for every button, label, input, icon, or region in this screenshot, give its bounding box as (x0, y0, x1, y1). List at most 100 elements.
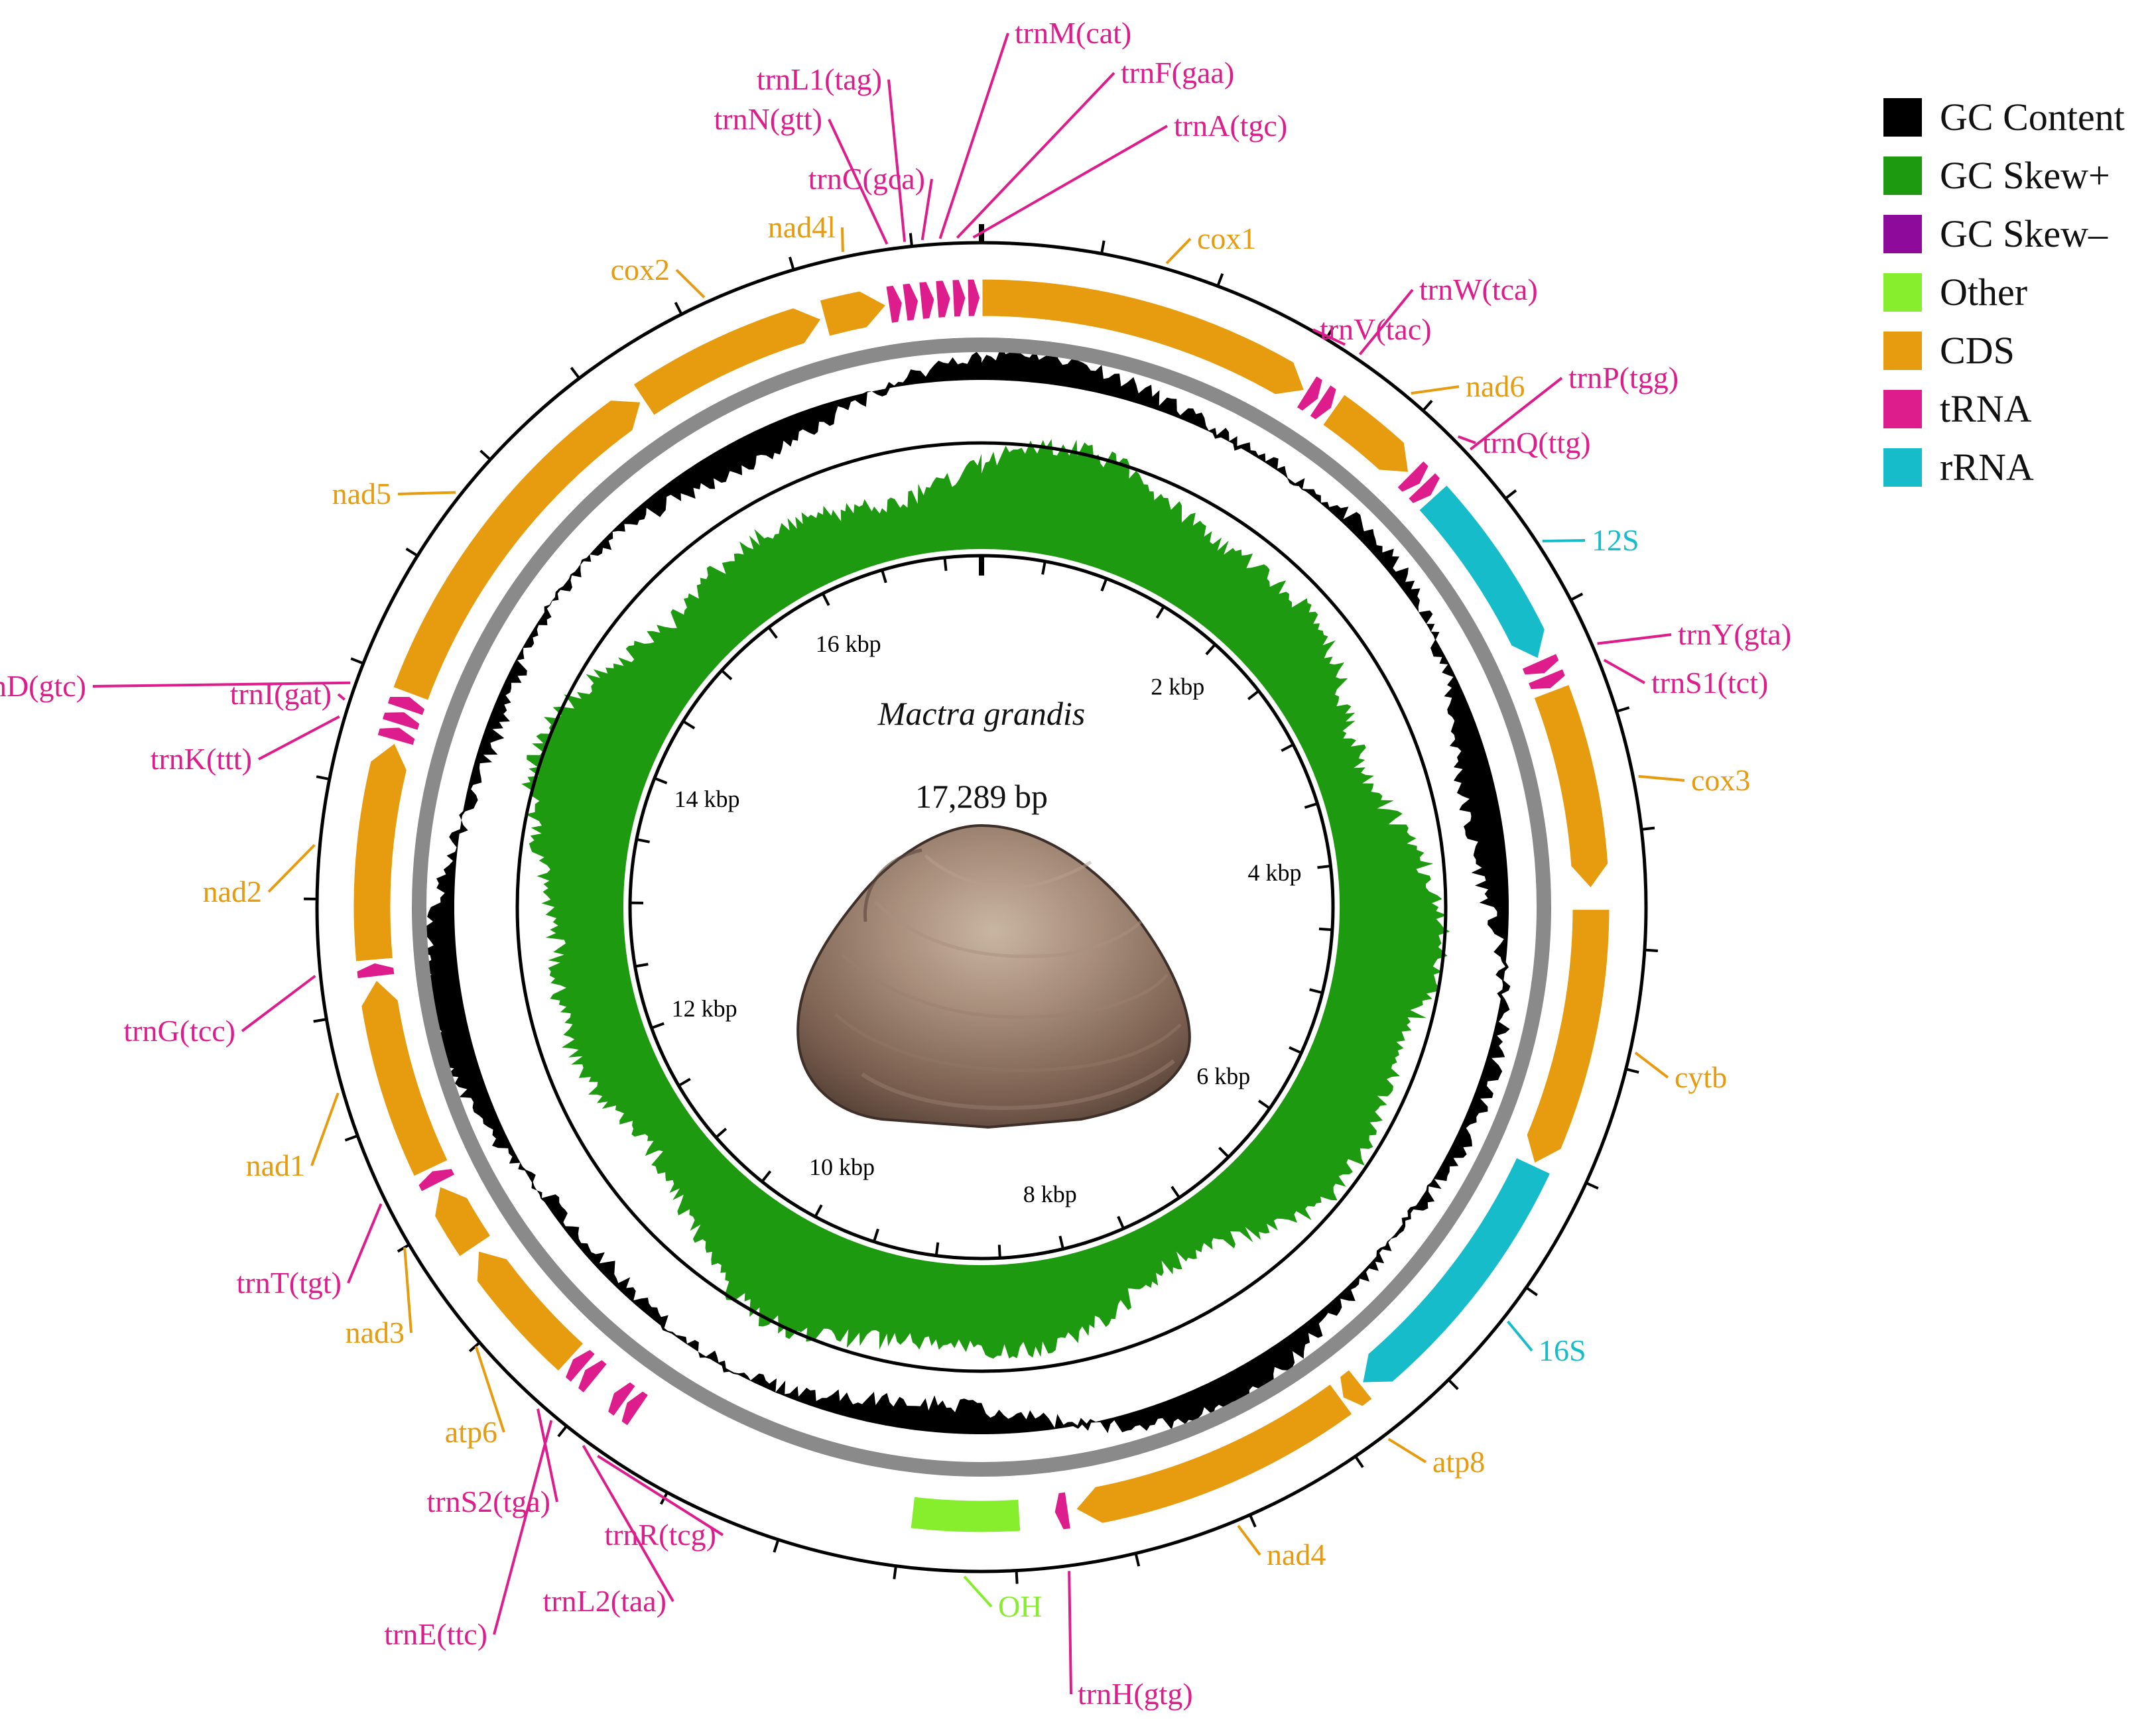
feature-label: trnP(tgg) (1568, 361, 1679, 395)
leader-line (675, 269, 706, 298)
inner-tick (1058, 1235, 1064, 1249)
feature-label: trnM(cat) (1015, 16, 1131, 50)
feature-nad4 (1073, 1381, 1355, 1525)
legend-label: tRNA (1940, 387, 2032, 430)
leader-line (1411, 385, 1460, 395)
outer-tick (570, 367, 581, 379)
feature-label: atp6 (445, 1415, 497, 1449)
feature-label: 12S (1592, 523, 1639, 557)
feature-label: cox1 (1197, 221, 1256, 255)
feature-label: trnD(gtc) (0, 669, 86, 703)
feature-label: trnR(tcg) (604, 1518, 716, 1552)
inner-tick (1155, 605, 1165, 619)
feature-trnl1-tag- (901, 281, 920, 323)
feature-trng-tcc- (355, 961, 397, 981)
outer-tick (1504, 489, 1517, 500)
inner-tick (1317, 865, 1331, 869)
leader-line (267, 843, 316, 893)
inner-tick (678, 1077, 691, 1087)
feature-label: trnN(gtt) (714, 102, 822, 136)
inner-tick (654, 776, 668, 784)
leader-line (1358, 288, 1414, 355)
feature-label: cytb (1675, 1060, 1727, 1094)
feature-cox2 (631, 306, 824, 418)
legend-swatch (1883, 156, 1922, 195)
leader-line (397, 491, 456, 495)
leader-line (1237, 1524, 1261, 1556)
feature-trnn-gtt- (884, 283, 905, 326)
feature-trnd-gtc- (385, 694, 427, 718)
inner-tick (1247, 690, 1260, 700)
feature-trne-ttc- (576, 1357, 609, 1396)
outer-tick (1570, 592, 1584, 601)
gc-skew-baseline-ring (515, 441, 1448, 1373)
outer-tick (1249, 1514, 1257, 1528)
inner-tick (1117, 1215, 1125, 1229)
leader-line (493, 1420, 553, 1635)
feature-label: nad2 (203, 875, 262, 908)
outer-tick (557, 1425, 568, 1438)
outer-tick (405, 547, 418, 557)
feature-label: nad3 (346, 1316, 405, 1349)
feature-trnp-tgg- (1406, 470, 1442, 506)
leader-line (828, 119, 889, 245)
feature-label: trnC(gca) (808, 162, 925, 196)
feature-label: trnL1(tag) (757, 62, 882, 96)
leader-line (1165, 237, 1192, 265)
feature-label: trnS1(tct) (1651, 666, 1768, 700)
feature-trns2-tga- (563, 1347, 598, 1384)
leader-line (310, 1092, 340, 1166)
outer-tick (344, 1134, 358, 1142)
inner-tick (881, 570, 887, 584)
feature-label: nad4l (768, 210, 836, 244)
kbp-label: 10 kbp (809, 1154, 875, 1180)
inner-tick (1257, 1099, 1271, 1110)
feature-cox3 (1532, 682, 1610, 891)
inner-tick (1309, 988, 1323, 995)
inner-tick (1304, 802, 1318, 809)
leader-line (347, 1203, 383, 1284)
inner-tick (720, 669, 733, 680)
outer-tick (674, 302, 683, 315)
feature-cox1 (980, 277, 1306, 397)
leader-line (241, 975, 316, 1032)
inner-tick (651, 1022, 665, 1030)
inner-tick (1281, 743, 1294, 753)
outer-tick (1644, 948, 1658, 952)
outer-tick (1625, 1068, 1639, 1074)
leader-line (258, 715, 340, 761)
outer-tick (316, 775, 330, 780)
legend-swatch (1883, 98, 1922, 137)
kbp-label: 2 kbp (1151, 673, 1204, 700)
feature-oh (909, 1495, 1023, 1534)
kbp-label: 14 kbp (674, 786, 740, 812)
outer-tick (909, 233, 913, 247)
leader-line (938, 32, 1009, 239)
feature-trnt-tgt- (416, 1166, 458, 1194)
leader-line (920, 178, 933, 241)
inner-tick (636, 837, 650, 843)
feature-nad6 (1320, 392, 1411, 474)
feature-label: nad4 (1267, 1538, 1326, 1571)
outer-tick (789, 257, 795, 271)
feature-label: trnS2(tga) (426, 1485, 550, 1518)
feature-label: trnA(tgc) (1174, 109, 1287, 143)
feature-atp6 (475, 1249, 586, 1374)
feature-atp8 (1338, 1367, 1375, 1408)
genome-length: 17,289 bp (915, 778, 1048, 815)
species-name: Mactra grandis (877, 695, 1086, 732)
clam-shell-image (796, 824, 1191, 1129)
feature-trny-gta- (1519, 651, 1561, 677)
feature-nad4l (818, 289, 889, 339)
legend-swatch (1883, 215, 1922, 253)
feature-trni-gat- (380, 710, 422, 733)
inner-tick (1171, 1186, 1180, 1199)
inner-tick (1218, 1146, 1230, 1158)
leader-line (1457, 435, 1476, 444)
leader-line (1542, 539, 1586, 542)
feature-nad1 (359, 977, 450, 1179)
feature-nad2 (351, 741, 409, 963)
feature-trnv-tac- (1294, 373, 1325, 413)
inner-tick (1318, 927, 1333, 932)
